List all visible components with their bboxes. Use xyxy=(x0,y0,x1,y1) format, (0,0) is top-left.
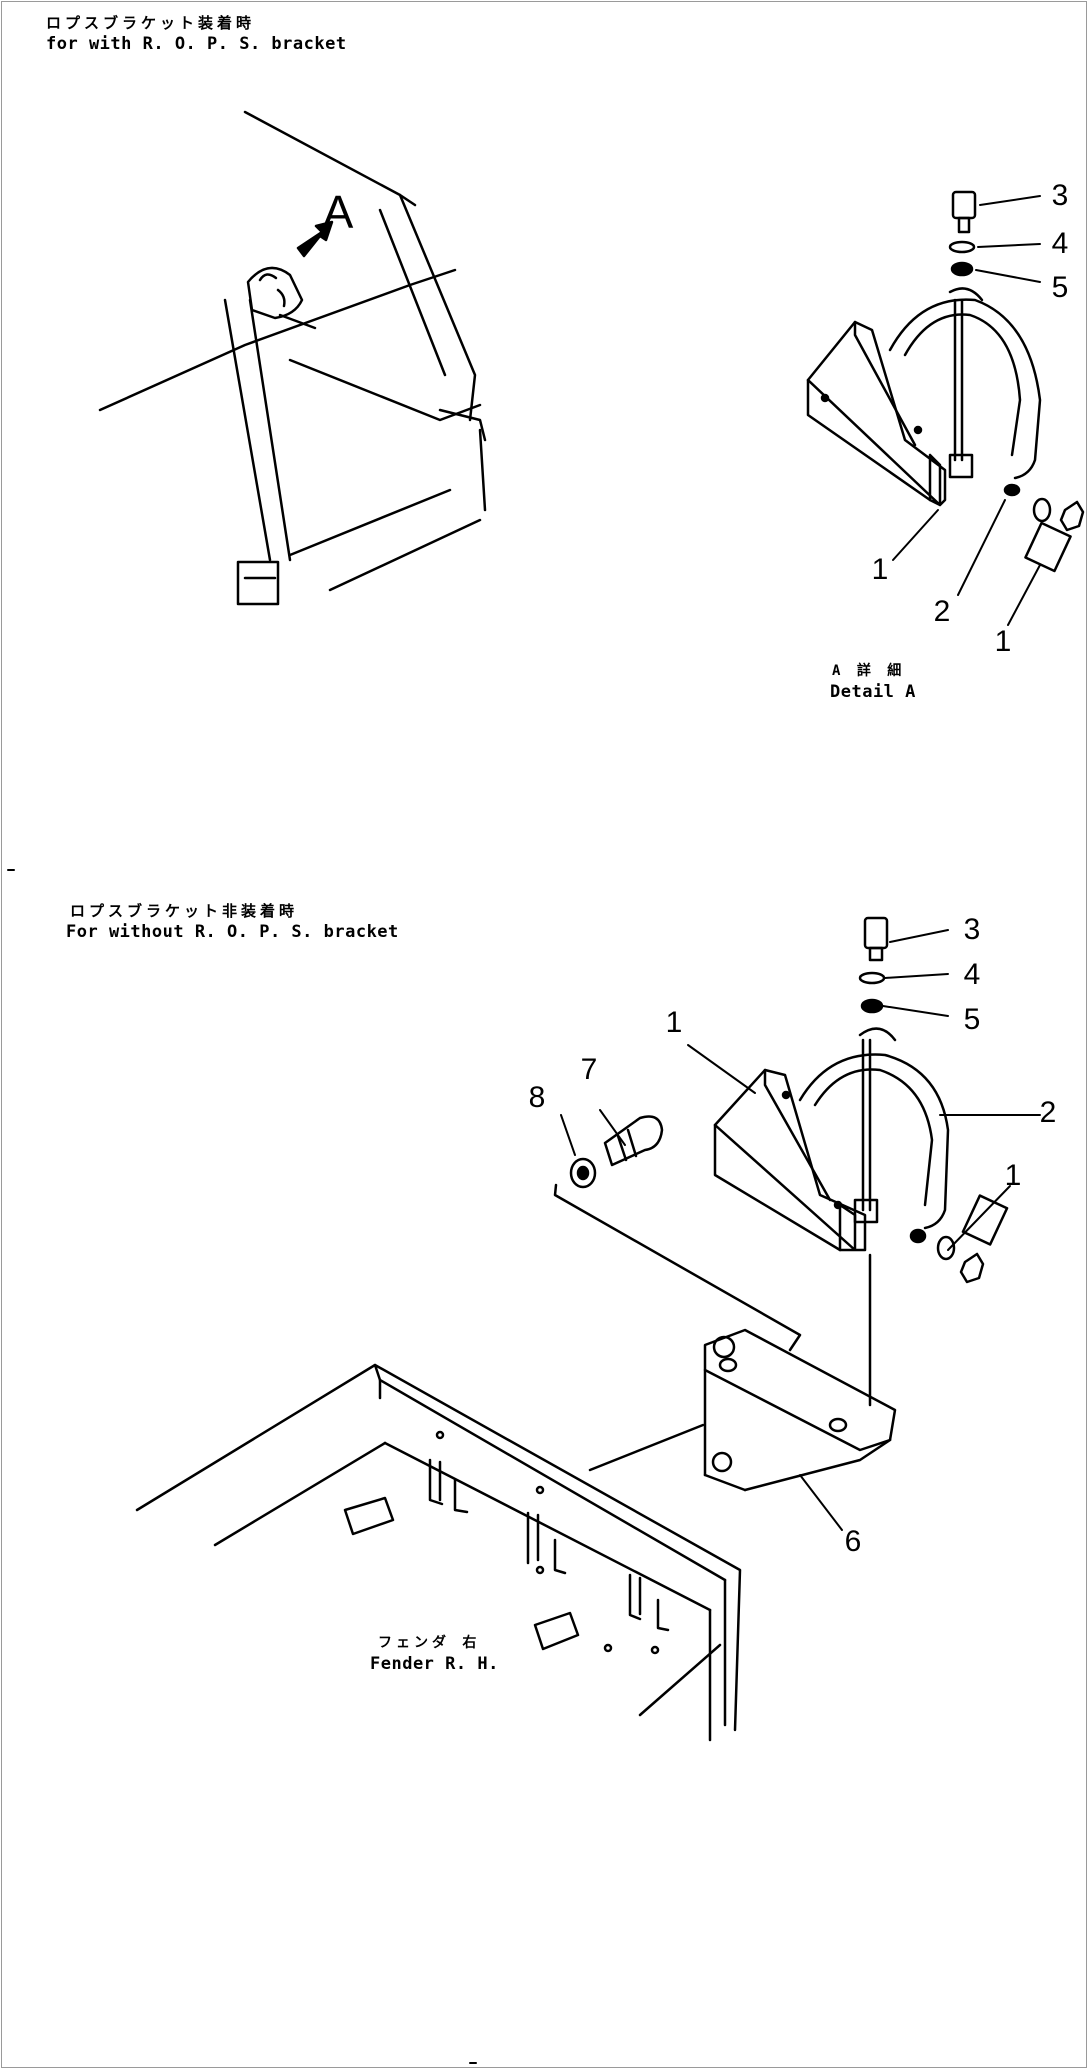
callout-2: 2 xyxy=(933,595,951,628)
detail-a-leaders xyxy=(892,195,1041,626)
callout-5: 5 xyxy=(963,1003,981,1036)
callout-2: 2 xyxy=(1039,1096,1057,1129)
callout-3: 3 xyxy=(963,913,981,946)
callout-4: 4 xyxy=(963,958,981,991)
callout-3: 3 xyxy=(1051,179,1069,212)
callout-7: 7 xyxy=(580,1053,598,1086)
fender-illustration xyxy=(135,1363,742,1742)
callout-1: 1 xyxy=(1004,1159,1022,1192)
callout-1: 1 xyxy=(665,1006,683,1039)
rops-frame-illustration xyxy=(98,110,487,606)
callout-1: 1 xyxy=(871,553,889,586)
caption-with-rops-jp: ロプスブラケット装着時 xyxy=(46,14,256,32)
callout-5: 5 xyxy=(1051,271,1069,304)
caption-with-rops-en: for with R. O. P. S. bracket xyxy=(46,34,347,54)
detail-a-caption-en: Detail A xyxy=(830,682,916,702)
caption-without-rops-jp: ロプスブラケット非装着時 xyxy=(70,902,299,920)
fender-caption-jp: フェンダ 右 xyxy=(378,1635,481,1651)
callout-1: 1 xyxy=(994,625,1012,658)
detail-a-caption-jp: A 詳 細 xyxy=(832,663,906,679)
bracket-assembly-leaders xyxy=(560,929,1041,1531)
callout-6: 6 xyxy=(844,1525,862,1558)
bracket-assembly-illustration xyxy=(553,916,1009,1492)
caption-without-rops-en: For without R. O. P. S. bracket xyxy=(66,922,399,942)
fender-caption-en: Fender R. H. xyxy=(370,1654,499,1674)
view-letter-a: A xyxy=(322,186,354,238)
callout-8: 8 xyxy=(528,1081,546,1114)
detail-a-illustration xyxy=(806,190,1085,573)
callout-4: 4 xyxy=(1051,227,1069,260)
view-arrow-icon xyxy=(296,220,334,258)
